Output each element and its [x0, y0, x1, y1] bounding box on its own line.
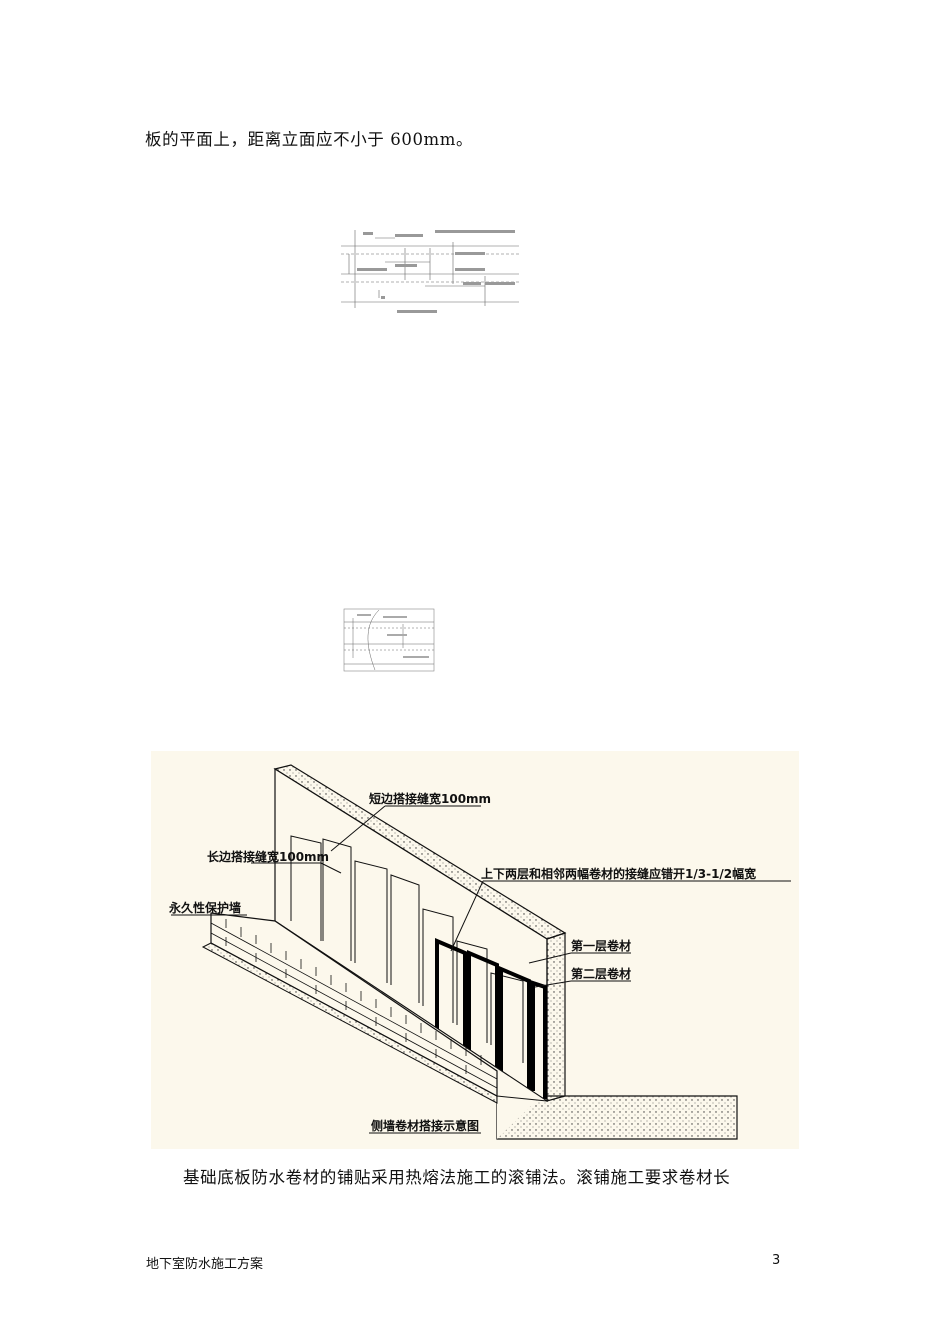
label-protective-wall: 永久性保护墙 [168, 900, 241, 915]
label-second-layer: 第二层卷材 [571, 966, 631, 981]
side-wall-overlap-diagram: 短边搭接缝宽100mm 长边搭接缝宽100mm 上下两层和相邻两幅卷材的接缝应错… [151, 751, 799, 1149]
page-number: 3 [772, 1253, 781, 1268]
label-short-overlap: 短边搭接缝宽100mm [369, 791, 491, 806]
label-long-overlap: 长边搭接缝宽100mm [207, 849, 329, 864]
figure-caption: 侧墙卷材搭接示意图 [371, 1118, 479, 1133]
label-first-layer: 第一层卷材 [571, 938, 631, 953]
overlap-plan-diagram-2 [343, 608, 435, 672]
overlap-plan-diagram-1 [341, 230, 519, 313]
body-text-bottom: 基础底板防水卷材的铺贴采用热熔法施工的滚铺法。滚铺施工要求卷材长 [183, 1168, 731, 1187]
body-text-top: 板的平面上，距离立面应不小于 600mm。 [145, 130, 474, 149]
label-joint-stagger: 上下两层和相邻两幅卷材的接缝应错开1/3-1/2幅宽 [481, 866, 756, 881]
footer-title: 地下室防水施工方案 [146, 1257, 264, 1272]
protective-brick-wall [201, 912, 498, 1104]
